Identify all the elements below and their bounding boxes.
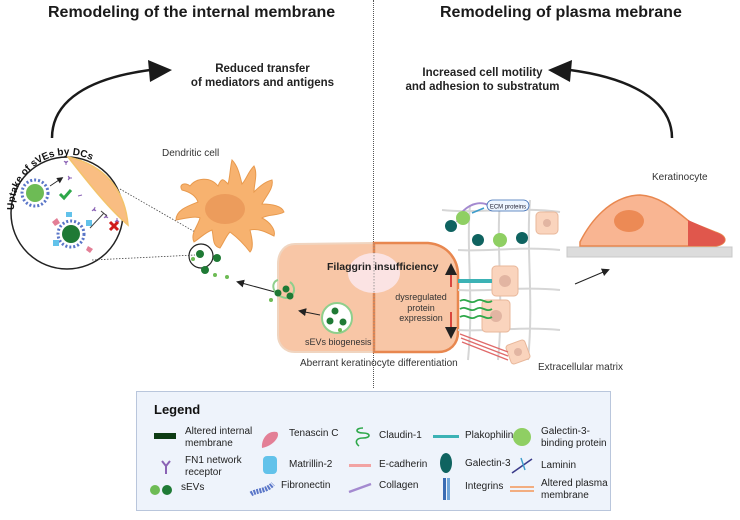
legend-item-galectin-3: Galectin-3: [433, 452, 528, 474]
galectin-3-binding-protein-icon: [513, 428, 531, 446]
zoom-line-top: [119, 188, 196, 233]
dysregulated-line2: protein: [407, 302, 435, 313]
aberrant-differentiation-label: Aberrant keratinocyte differentiation: [300, 358, 458, 369]
title-left: Remodeling of the internal membrane: [48, 4, 336, 21]
sev-light-decorated: [20, 178, 50, 208]
legend-item-sevs: sEVs: [149, 482, 261, 504]
legend-item-laminin: Laminin: [509, 454, 609, 476]
dc-contact-circle: [188, 243, 214, 269]
mvb-vesicle: [321, 302, 353, 334]
dysregulated-label: dysregulated protein expression: [392, 292, 450, 324]
claudin-1-icon: [355, 427, 370, 447]
legend-item-altered-internal-membrane: Altered internal membrane: [153, 426, 265, 450]
filaggrin-label: Filaggrin insufficiency: [327, 261, 439, 273]
biogenesis-arrow: [298, 308, 321, 317]
outcome-right: Increased cell motility and adhesion to …: [400, 66, 565, 94]
e-cadherin-icon: [349, 464, 371, 467]
dysregulated-line1: dysregulated: [395, 292, 447, 302]
motile-keratinocyte: [566, 194, 733, 258]
legend-item-collagen: Collagen: [347, 476, 437, 498]
altered-internal-membrane-icon: [154, 433, 176, 439]
legend-item-claudin-1: Claudin-1: [347, 426, 437, 448]
legend-item-matrillin-2: Matrillin-2: [257, 454, 357, 476]
legend-item-fn1-receptor: FN1 network receptor: [153, 455, 265, 479]
fn1-receptors: [63, 160, 120, 223]
outcome-left-line2: of mediators and antigens: [190, 77, 335, 89]
sevs-icon: [150, 485, 172, 495]
legend-item-plakophilin-1: Plakophilin-1: [433, 426, 528, 448]
legend-item-fibronectin: Fibronectin: [249, 478, 357, 500]
fibronectin-icon: [249, 482, 275, 497]
outcome-left: Reduced transfer of mediators and antige…: [180, 62, 345, 90]
dysregulated-line3: expression: [399, 313, 443, 323]
outcome-left-line1: Reduced transfer: [215, 63, 310, 75]
released-sevs: [191, 250, 229, 279]
dendritic-cell-label: Dendritic cell: [162, 148, 220, 159]
extracellular-matrix-label: Extracellular matrix: [538, 362, 624, 373]
plakophilin-strand: [458, 279, 492, 283]
laminin-icon: [511, 457, 533, 474]
legend-title: Legend: [154, 402, 201, 417]
claudin-strands: [459, 298, 493, 320]
legend-item-e-cadherin: E-cadherin: [347, 454, 437, 476]
collagen-icon: [348, 482, 372, 494]
altered-plasma-membrane-icon: [510, 486, 534, 492]
legend-item-galectin-3-binding-protein: Galectin-3-binding protein: [509, 426, 609, 450]
legend-panel: Legend Altered internal membrane FN1 net…: [136, 391, 611, 511]
legend-item-integrins: Integrins: [433, 476, 528, 502]
curved-arrow-left: [50, 60, 172, 139]
zoom-line-bottom: [91, 254, 196, 261]
integrins-icon: [443, 478, 450, 500]
budding-vesicle: [269, 279, 296, 302]
title-right: Remodeling of plasma mebrane: [440, 4, 682, 21]
sev-dark-decorated: [52, 212, 93, 253]
ecm-proteins-cluster: ECM proteins: [445, 199, 530, 247]
release-arrow: [236, 279, 276, 293]
uptake-inset: [10, 155, 129, 270]
legend-item-altered-plasma-membrane: Altered plasma membrane: [509, 478, 609, 502]
ecm-cells: [481, 211, 559, 365]
outcome-right-line2: and adhesion to substratum: [405, 81, 560, 93]
sevs-biogenesis-label: sEVs biogenesis: [305, 337, 372, 347]
legend-item-tenascin-c: Tenascin C: [257, 428, 357, 450]
svg-text:ECM proteins: ECM proteins: [490, 205, 526, 211]
fn1-receptor-icon: [161, 460, 171, 474]
tenascin-c-icon: [261, 431, 279, 448]
center-divider: [373, 0, 374, 388]
plakophilin-1-icon: [433, 435, 459, 438]
diagram-canvas: Uptake of sVEs by DCs: [6, 60, 733, 365]
dendritic-cell: [175, 159, 285, 253]
galectin-3-icon: [440, 453, 452, 473]
matrillin-2-icon: [263, 456, 277, 474]
motility-arrow: [574, 268, 610, 285]
curved-arrow-right: [548, 60, 674, 139]
keratinocyte-label: Keratinocyte: [652, 172, 708, 183]
outcome-right-line1: Increased cell motility: [422, 67, 543, 79]
e-cadherin-strands: [459, 333, 509, 361]
